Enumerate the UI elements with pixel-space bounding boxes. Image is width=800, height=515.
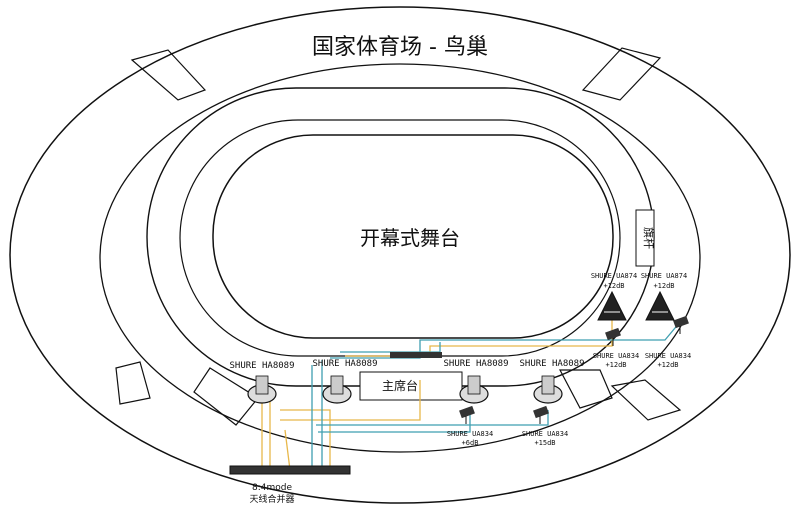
antenna-label: SHURE HA8089 xyxy=(312,359,377,369)
combiner-line1: 8:4mode xyxy=(252,483,292,493)
stage-label: 开幕式舞台 xyxy=(360,226,460,250)
ua834-model: SHURE UA834 xyxy=(593,352,639,360)
antenna-ha8089-1: SHURE HA8089 xyxy=(229,361,295,404)
amp-ua834-4: SHURE UA834 +15dB xyxy=(522,405,568,447)
ua874-gain: +12dB xyxy=(603,282,624,290)
antenna-label: SHURE HA8089 xyxy=(229,361,294,371)
antenna-label: SHURE HA8089 xyxy=(443,359,508,369)
stadium-inner-ring xyxy=(99,63,701,453)
ua834-model: SHURE UA834 xyxy=(522,430,568,438)
stadium-separators xyxy=(115,47,682,421)
ua834-model: SHURE UA834 xyxy=(447,430,493,438)
splitter-upper xyxy=(390,352,442,358)
amp-ua834-1: SHURE UA834 +12dB xyxy=(593,327,639,369)
antenna-ua874-1: SHURE UA874 +12dB xyxy=(591,272,637,321)
lower-wedges xyxy=(193,367,613,426)
antenna-label: SHURE HA8089 xyxy=(519,359,584,369)
ua874-gain: +12dB xyxy=(653,282,674,290)
combiner-line2: 天线合并器 xyxy=(249,493,294,505)
amp-ua834-3: SHURE UA834 +6dB xyxy=(447,405,493,447)
main-platform-label: 主席台 xyxy=(382,378,418,393)
antenna-ua874-2: SHURE UA874 +12dB xyxy=(641,272,687,321)
ua834-gain: +6dB xyxy=(462,439,479,447)
stage-field xyxy=(212,134,614,339)
antenna-ha8089-2: SHURE HA8089 xyxy=(312,359,378,404)
main-platform-box xyxy=(359,371,463,401)
stadium-outer-ring xyxy=(9,6,791,504)
antenna-ha8089-3: SHURE HA8089 xyxy=(443,359,509,404)
combiner-rack xyxy=(229,465,351,475)
flagpole-box xyxy=(635,209,655,267)
ua874-model: SHURE UA874 xyxy=(591,272,637,280)
flagpole-label: 旗杆 xyxy=(642,227,656,249)
ua834-gain: +12dB xyxy=(605,361,626,369)
antenna-ha8089-4: SHURE HA8089 xyxy=(519,359,585,404)
ua834-gain: +15dB xyxy=(534,439,555,447)
ua834-gain: +12dB xyxy=(657,361,678,369)
amp-ua834-2: SHURE UA834 +12dB xyxy=(645,315,691,369)
ua834-model: SHURE UA834 xyxy=(645,352,691,360)
ua874-model: SHURE UA874 xyxy=(641,272,687,280)
stadium-title: 国家体育场 - 鸟巢 xyxy=(312,35,488,60)
